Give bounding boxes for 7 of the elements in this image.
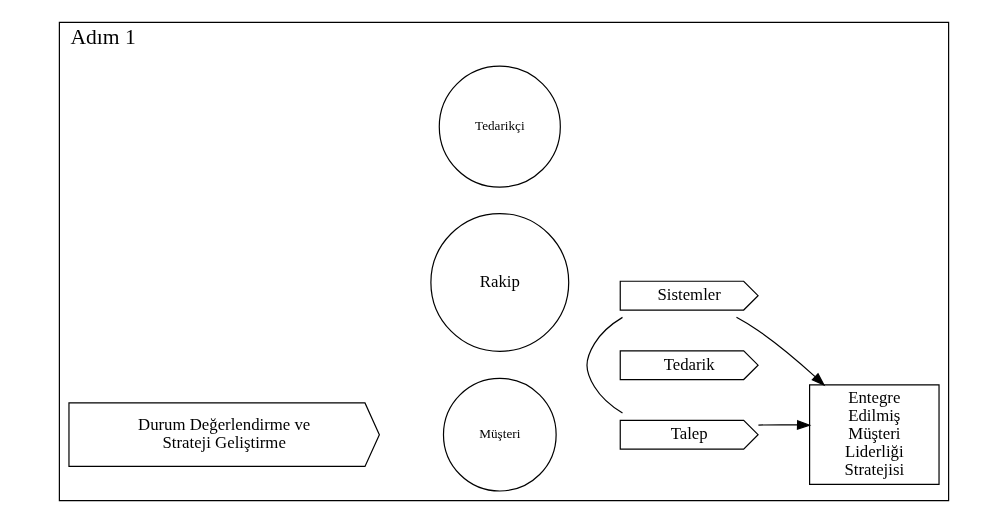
- node-circle: Müşteri: [442, 377, 557, 492]
- node-circle: Tedarikçi: [438, 65, 561, 188]
- arrow: [735, 316, 826, 387]
- node-circle: Rakip: [430, 212, 570, 352]
- connector: [586, 316, 624, 414]
- node-box: Entegre Edilmiş Müşteri Liderliği Stratejisi: [809, 384, 940, 485]
- arrow: [757, 419, 812, 430]
